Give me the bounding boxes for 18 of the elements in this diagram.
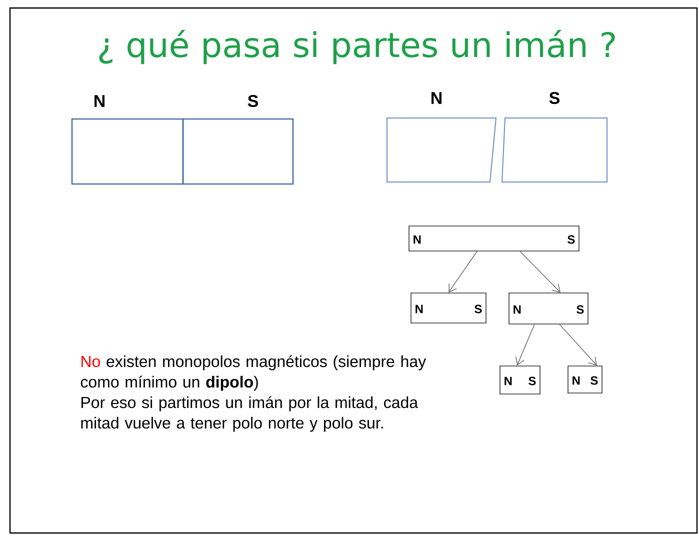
note-text: No existen monopolos magnéticos (siempre hay como mínimo un dipolo) Por eso si partimos un imán por la mitad, cada mitad vuelve a tener polo norte y polo sur.: [80, 355, 426, 432]
magnet-half: N: [71, 95, 184, 185]
node-label: N: [432, 92, 442, 104]
node-label: S: [549, 92, 560, 104]
title: ¿ qué pasa si partes un imán ?: [99, 30, 615, 64]
arrow: [559, 324, 597, 366]
magnet-bar: N S: [508, 292, 588, 324]
arrow: [516, 324, 535, 366]
magnet-piece: N: [386, 92, 497, 182]
magnet-half: S: [182, 94, 294, 185]
magnet-bar: N S: [568, 366, 602, 394]
magnet-bar: N S: [410, 292, 486, 324]
magnet-bar: N S: [500, 366, 540, 394]
node-label: N: [94, 95, 105, 107]
arrow: [520, 251, 560, 293]
node-label: S: [248, 94, 258, 108]
magnet-bar: N S: [408, 226, 580, 252]
arrow: [448, 251, 478, 293]
